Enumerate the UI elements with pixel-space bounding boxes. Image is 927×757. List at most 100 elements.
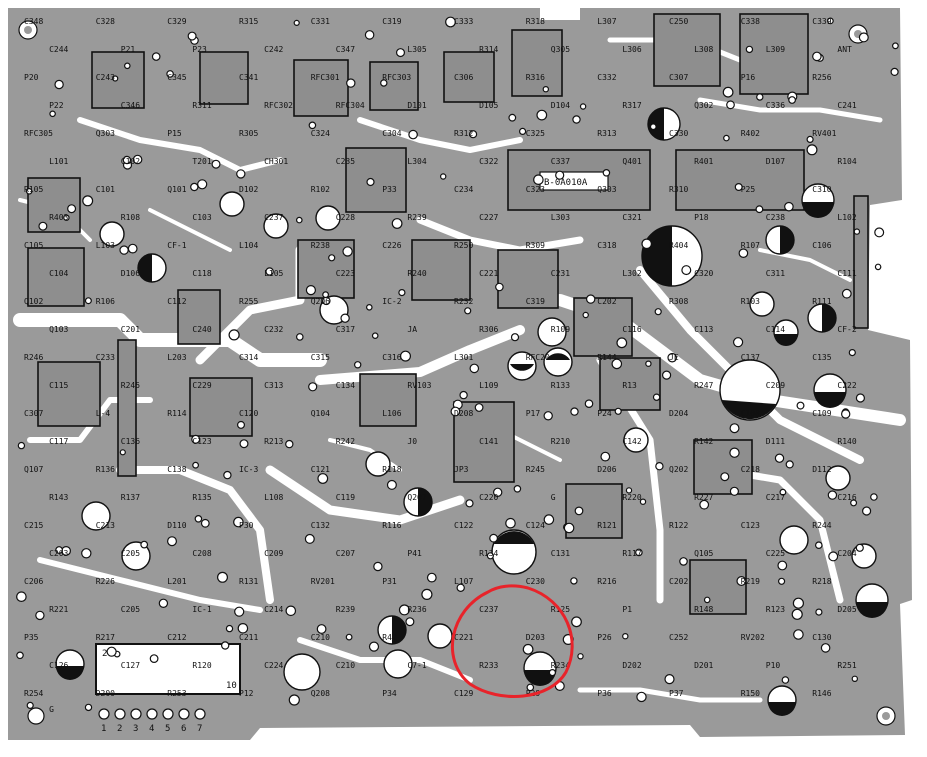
mounting-holes (18, 20, 896, 726)
component-designator: L203 (167, 353, 186, 362)
coil-l307 (369, 61, 419, 111)
solder-pad (513, 484, 522, 493)
component-designator: R312 (454, 129, 473, 138)
solder-pad (265, 267, 274, 276)
solder-pad (584, 399, 594, 409)
solder-pad (774, 453, 785, 463)
component-designator: C337 (551, 157, 570, 166)
component-designator: R116 (382, 521, 401, 530)
component-designator: L102 (837, 213, 856, 222)
component-designator: L106 (382, 409, 401, 418)
component-designator: RFC304 (336, 101, 365, 110)
component-designator: L302 (622, 269, 641, 278)
solder-pad (720, 472, 730, 482)
solder-pad (755, 205, 764, 214)
electrolytic-c113 (543, 347, 573, 377)
solder-pad (572, 115, 581, 124)
component-designator: R135 (192, 493, 211, 502)
component-designator: P30 (239, 521, 254, 530)
solder-pad (611, 358, 623, 370)
electrolytic-c113-band (546, 353, 570, 360)
connector-pin-label: 7 (197, 724, 202, 734)
solder-pad (703, 596, 711, 604)
component-designator: Q202 (669, 465, 688, 474)
component-designator: Q102 (24, 297, 43, 306)
connector-pin-label: 6 (181, 724, 186, 734)
component-designator: P1 (622, 605, 632, 614)
component-designator: R256 (812, 73, 831, 82)
component-designator: Q208 (311, 689, 330, 698)
component-designator: RFC303 (382, 73, 411, 82)
component-designator: R227 (694, 493, 713, 502)
component-designator: C135 (812, 353, 831, 362)
component-designator: L201 (167, 577, 186, 586)
component-designator: D106 (121, 269, 140, 278)
solder-pad (124, 62, 131, 70)
component-designator: C202 (669, 577, 688, 586)
solder-pad (217, 571, 229, 583)
solder-pad (119, 449, 126, 456)
solder-pad (726, 100, 735, 110)
solder-pad (851, 675, 859, 683)
component-designator: D104 (551, 101, 570, 110)
component-designator: R105 (24, 185, 43, 194)
coil-rfc304 (199, 51, 249, 105)
solder-pad (563, 522, 575, 534)
component-designator: CH301 (264, 157, 288, 166)
solder-pad (191, 434, 201, 444)
solder-pad (641, 238, 652, 250)
component-designator: C109 (812, 409, 831, 418)
component-designator: C120 (239, 409, 258, 418)
coil-l106 (693, 439, 753, 495)
solder-pad (654, 308, 662, 316)
component-designator: G (49, 705, 54, 714)
component-designator: RV201 (311, 577, 335, 586)
component-designator: D102 (239, 185, 258, 194)
connector-pin-label: 1 (101, 724, 106, 734)
component-designator: R219 (741, 577, 760, 586)
solder-pad (661, 370, 672, 380)
component-designator: L308 (694, 45, 713, 54)
solder-pad (364, 30, 375, 40)
solder-pad (655, 462, 664, 471)
component-designator: R308 (669, 297, 688, 306)
component-designator: P31 (382, 577, 397, 586)
ic-1-body (95, 643, 241, 695)
electrolytic-c40-band (494, 531, 534, 544)
solder-pad (187, 31, 197, 41)
component-designator: R210 (551, 437, 570, 446)
connector-pin (162, 708, 174, 720)
component-designator: L107 (454, 577, 473, 586)
component-designator: C319 (526, 297, 545, 306)
component-designator: R254 (24, 689, 43, 698)
component-designator: D112 (812, 465, 831, 474)
solder-pad (841, 409, 851, 419)
mounting-hole (882, 712, 890, 720)
component-designator: R114 (167, 409, 186, 418)
component-designator: C313 (264, 381, 283, 390)
solder-pad (225, 624, 234, 633)
electrolytic-c116-band (510, 364, 534, 371)
component-designator: C218 (741, 465, 760, 474)
component-designator: RV401 (812, 129, 836, 138)
solder-pad (305, 285, 316, 296)
solder-pad (346, 78, 356, 88)
electrolytic-c238-band (138, 254, 152, 282)
component-designator: C123 (741, 521, 760, 530)
component-designator: C237 (479, 605, 498, 614)
component-designator: C108 (741, 409, 760, 418)
solder-pad (853, 228, 861, 235)
component-designator: C203 (49, 549, 68, 558)
component-designator: P25 (741, 185, 756, 194)
component-designator: IC-2 (382, 297, 401, 306)
solder-pad (639, 498, 647, 505)
transistor-q203 (427, 623, 453, 649)
component-designator: R148 (694, 605, 713, 614)
solder-pad (792, 597, 805, 609)
solder-pad (574, 506, 584, 516)
component-designator: R403 (49, 213, 68, 222)
component-designator: Q107 (24, 465, 43, 474)
component-designator: T201 (192, 157, 211, 166)
solder-pad (555, 170, 565, 180)
